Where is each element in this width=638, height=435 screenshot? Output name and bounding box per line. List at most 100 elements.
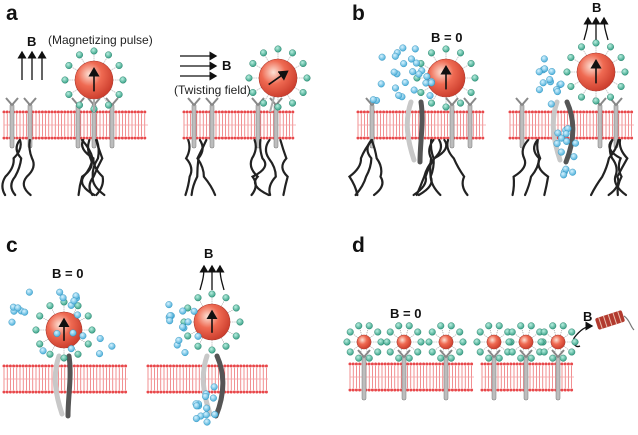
ligand-icon	[236, 318, 244, 326]
panel-a-twist-caption: (Twisting field)	[174, 83, 251, 97]
lipid-head	[439, 136, 443, 140]
ligand-icon	[115, 90, 123, 98]
panel-b-receptor	[445, 97, 459, 149]
channel-left-wall	[550, 99, 563, 163]
ligand-icon	[395, 354, 403, 362]
ligand-icon	[36, 312, 44, 320]
calcium-ion-icon	[399, 44, 407, 52]
lipid-head	[460, 362, 464, 366]
panel-d-coil-icon	[572, 310, 635, 348]
lipid-head	[623, 136, 627, 140]
lipid-head	[21, 110, 25, 114]
ligand-icon	[442, 45, 450, 53]
lipid-head	[538, 362, 542, 366]
lipid-head	[630, 136, 634, 140]
lipid-head	[2, 364, 6, 368]
lipid-head	[146, 390, 150, 394]
lipid-head	[366, 136, 370, 140]
ligand-linker	[499, 345, 508, 353]
lipid-head	[104, 136, 108, 140]
lipid-head	[175, 390, 179, 394]
lipid-head	[514, 110, 518, 114]
lipid-head	[351, 388, 355, 392]
ligand-linker	[455, 94, 461, 104]
lipid-head	[40, 136, 44, 140]
lipid-head	[425, 388, 429, 392]
cytoskeleton-fiber-icon	[77, 138, 106, 197]
lipid-head	[585, 110, 589, 114]
lipid-head	[120, 110, 124, 114]
lipid-head	[418, 388, 422, 392]
lipid-head	[422, 388, 426, 392]
lipid-head	[527, 110, 531, 114]
panel-d-receptor	[487, 349, 501, 401]
channel-right-wall	[213, 353, 226, 419]
lipid-head	[626, 136, 630, 140]
calcium-ion-icon	[427, 79, 435, 87]
ligand-icon	[194, 342, 202, 350]
lipid-head	[382, 110, 386, 114]
channel-right-wall	[65, 353, 73, 419]
lipid-head	[143, 110, 147, 114]
lipid-head	[438, 362, 442, 366]
lipid-head	[470, 362, 474, 366]
lipid-head	[446, 136, 450, 140]
lipid-head	[168, 364, 172, 368]
ligand-linker	[49, 345, 56, 355]
actin-fiber	[77, 138, 93, 197]
lipid-head	[511, 110, 515, 114]
lipid-head	[406, 362, 410, 366]
ligand-icon	[459, 338, 467, 346]
lipid-head	[390, 388, 394, 392]
lipid-head	[236, 364, 240, 368]
lipid-head	[265, 110, 269, 114]
lipid-head	[243, 110, 247, 114]
lipid-head	[249, 136, 253, 140]
ligand-icon	[232, 304, 240, 312]
lipid-head	[191, 390, 195, 394]
panel-b-label: b	[352, 2, 365, 25]
lipid-head	[436, 110, 440, 114]
lipid-head	[550, 362, 554, 366]
lipid-head	[450, 362, 454, 366]
ligand-linker	[39, 338, 49, 345]
actin-fiber	[184, 138, 193, 197]
ligand-icon	[222, 294, 230, 302]
receptor-head	[5, 97, 19, 107]
lipid-head	[415, 362, 419, 366]
calcium-ion-icon	[539, 79, 547, 87]
lipid-head	[534, 388, 538, 392]
ligand-linker	[390, 345, 399, 353]
ligand-linker	[350, 331, 359, 339]
lipid-head	[499, 362, 503, 366]
lipid-head	[95, 390, 99, 394]
ligand-linker	[552, 348, 557, 359]
calcium-ion-icon	[56, 288, 64, 296]
lipid-head	[5, 364, 9, 368]
lipid-head	[76, 364, 80, 368]
lipid-head	[82, 364, 86, 368]
lipid-head	[528, 388, 532, 392]
ligand-linker	[287, 52, 293, 62]
lipid-head	[184, 390, 188, 394]
ligand-icon	[88, 326, 96, 334]
lipid-head	[152, 364, 156, 368]
lipid-head	[37, 390, 41, 394]
lipid-head	[604, 110, 608, 114]
calcium-ion-icon	[190, 307, 198, 315]
lipid-head	[85, 390, 89, 394]
calcium-ion-icon	[409, 68, 417, 76]
ligand-icon	[508, 348, 516, 356]
calcium-ion-icon	[14, 304, 22, 312]
ligand-linker	[544, 331, 553, 339]
lipid-head	[518, 388, 522, 392]
lipid-head	[610, 136, 614, 140]
ligand-linker	[480, 345, 489, 353]
lipid-head	[463, 388, 467, 392]
calcium-ion-icon	[193, 402, 201, 410]
actin-fiber	[415, 138, 448, 197]
ligand-icon	[540, 328, 548, 336]
ligand-linker	[447, 348, 452, 359]
ligand-icon	[592, 97, 600, 105]
receptor-head	[463, 97, 477, 107]
